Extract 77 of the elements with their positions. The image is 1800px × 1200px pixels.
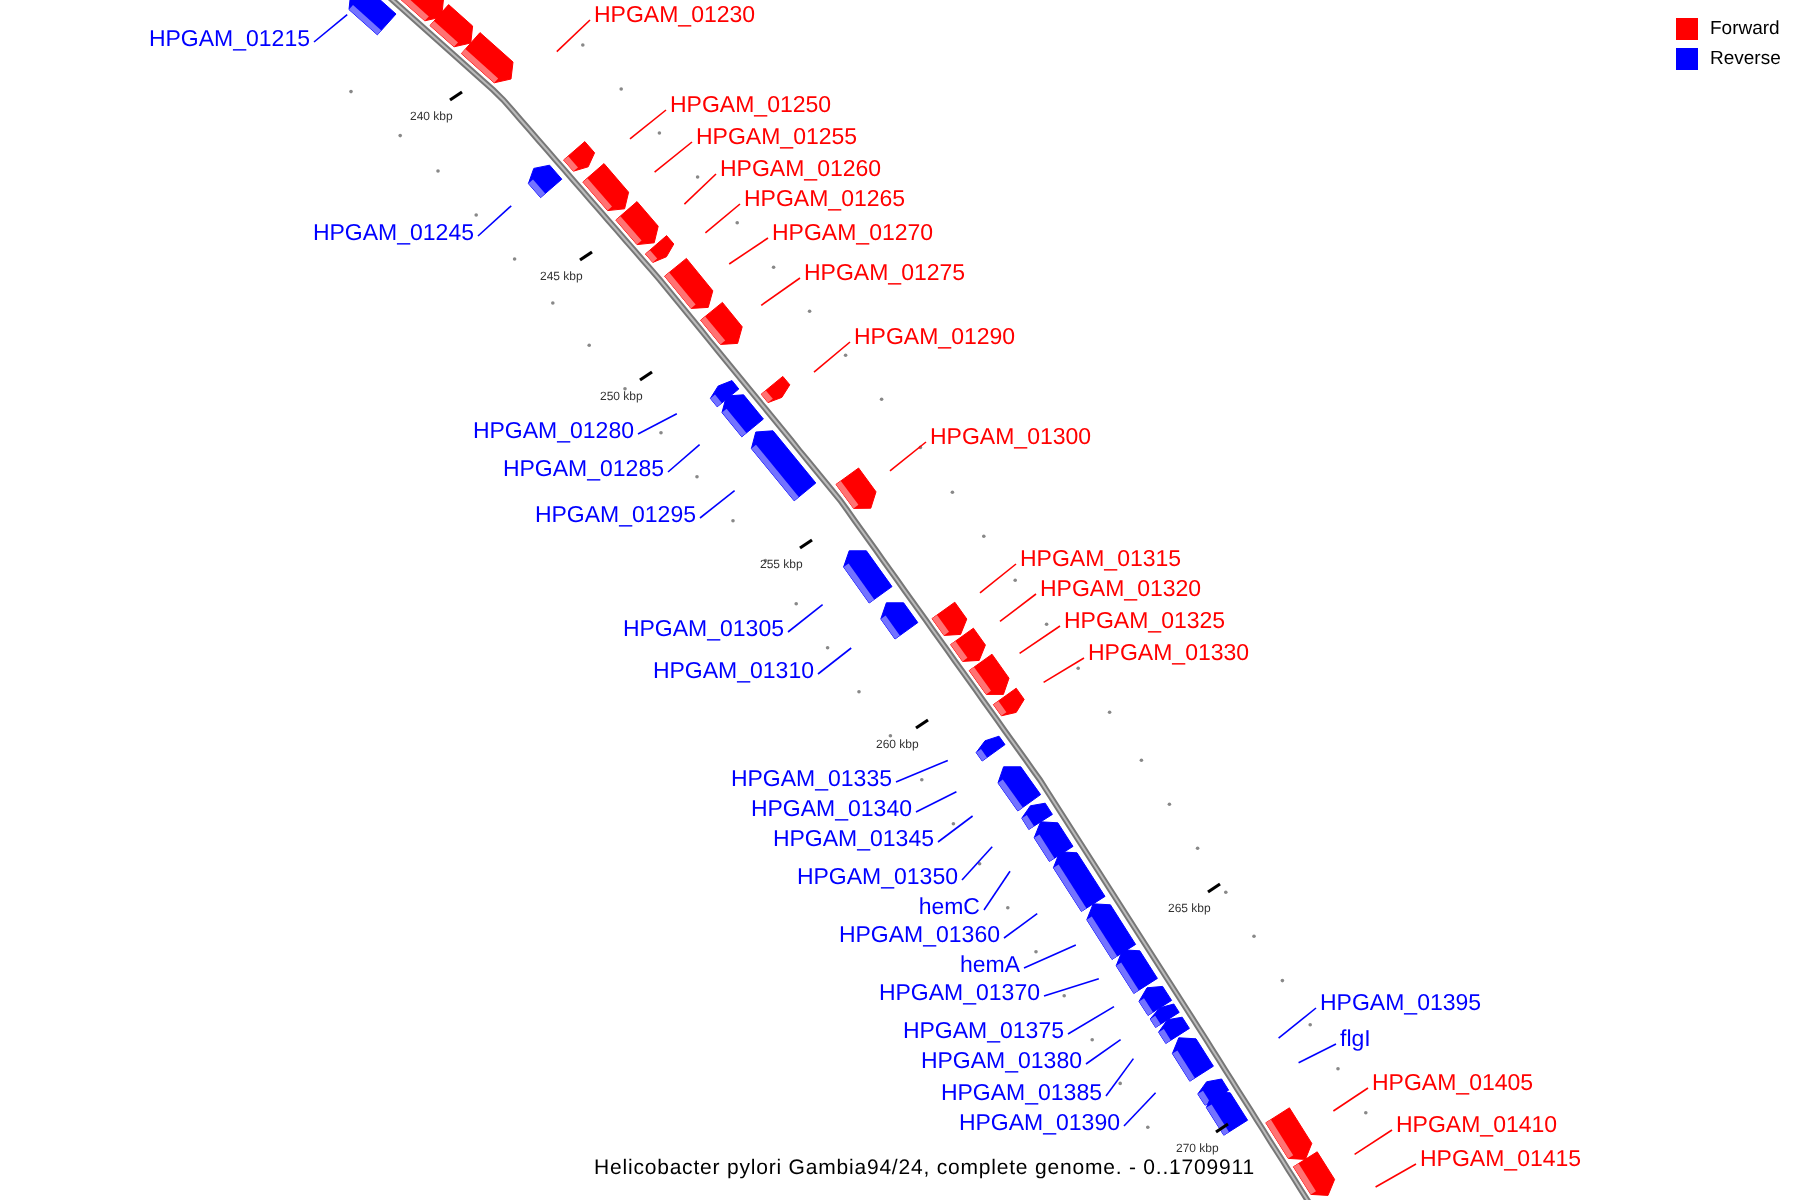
leader-line — [979, 563, 1017, 594]
leader-line — [704, 203, 741, 234]
leader-line — [1277, 1007, 1317, 1039]
leader-line — [760, 277, 801, 307]
gene-label: HPGAM_01230 — [594, 2, 756, 30]
gene-label: HPGAM_01325 — [1064, 608, 1226, 636]
gene-label: HPGAM_01305 — [622, 616, 784, 644]
leader-line — [817, 647, 852, 675]
gene-label: HPGAM_01395 — [1320, 990, 1482, 1018]
gene-label: HPGAM_01295 — [534, 502, 696, 530]
leader-line — [999, 593, 1037, 623]
leader-line — [1018, 625, 1061, 655]
gene-label: HPGAM_01415 — [1420, 1146, 1582, 1174]
legend-label: Reverse — [1710, 48, 1781, 70]
leader-line — [728, 237, 769, 265]
gene-label: HPGAM_01330 — [1088, 640, 1250, 668]
gene-label: HPGAM_01255 — [696, 124, 858, 152]
leader-line — [1043, 978, 1100, 997]
leader-line — [637, 413, 678, 435]
leader-line — [683, 173, 717, 205]
caption: Helicobacter pylori Gambia94/24, complete genome. - 0..1709911 — [594, 1156, 1255, 1180]
leader-line — [699, 489, 736, 519]
leader-line — [313, 13, 348, 43]
gene-label: HPGAM_01370 — [878, 980, 1040, 1008]
leader-line — [937, 815, 974, 843]
leader-line — [813, 341, 851, 373]
leader-line — [629, 109, 667, 140]
leader-line — [1374, 1163, 1417, 1188]
gene-label: HPGAM_01320 — [1040, 576, 1202, 604]
gene-label: HPGAM_01290 — [854, 324, 1016, 352]
leader-line — [1332, 1087, 1369, 1112]
leader-line — [667, 443, 701, 473]
leader-line — [787, 603, 824, 633]
leader-line — [1067, 1005, 1115, 1035]
leader-line — [1042, 657, 1085, 684]
legend-label: Forward — [1710, 18, 1780, 40]
leader-line — [889, 441, 927, 472]
gene-label: HPGAM_01260 — [720, 156, 882, 184]
gene-label: HPGAM_01335 — [730, 766, 892, 794]
leader-line — [1085, 1038, 1122, 1065]
leader-line — [895, 759, 949, 783]
gene-label: hemA — [959, 952, 1020, 980]
gene-label: HPGAM_01300 — [930, 424, 1092, 452]
gene-label: HPGAM_01350 — [796, 864, 958, 892]
gene-label: HPGAM_01280 — [472, 418, 634, 446]
gene-label: HPGAM_01315 — [1020, 546, 1182, 574]
leader-line — [1123, 1092, 1157, 1127]
gene-label: HPGAM_01285 — [502, 456, 664, 484]
gene-label: HPGAM_01250 — [670, 92, 832, 120]
gene-label: HPGAM_01215 — [148, 26, 310, 54]
leader-line — [556, 19, 591, 53]
gene-label: HPGAM_01405 — [1372, 1070, 1534, 1098]
leader-line — [915, 791, 958, 813]
gene-label: hemC — [918, 894, 980, 922]
gene-label: HPGAM_01410 — [1396, 1112, 1558, 1140]
leader-line — [961, 846, 993, 881]
gene-label: HPGAM_01265 — [744, 186, 906, 214]
gene-label: HPGAM_01345 — [772, 826, 934, 854]
leader-line — [1003, 912, 1038, 939]
gene-label: HPGAM_01380 — [920, 1048, 1082, 1076]
leader-line — [983, 870, 1011, 911]
gene-label: HPGAM_01375 — [902, 1018, 1064, 1046]
gene-label: HPGAM_01245 — [312, 220, 474, 248]
leader-line — [1023, 944, 1077, 969]
gene-label: HPGAM_01310 — [652, 658, 814, 686]
leader-line — [1297, 1043, 1337, 1064]
leader-line — [653, 141, 693, 173]
gene-label: HPGAM_01340 — [750, 796, 912, 824]
gene-label: HPGAM_01275 — [804, 260, 966, 288]
leader-line — [477, 205, 512, 237]
gene-label: HPGAM_01360 — [838, 922, 1000, 950]
gene-label: HPGAM_01270 — [772, 220, 934, 248]
leader-line — [1105, 1057, 1135, 1097]
leader-line — [1353, 1129, 1393, 1156]
gene-label: HPGAM_01385 — [940, 1080, 1102, 1108]
gene-label: flgI — [1340, 1026, 1371, 1054]
gene-label: HPGAM_01390 — [958, 1110, 1120, 1138]
